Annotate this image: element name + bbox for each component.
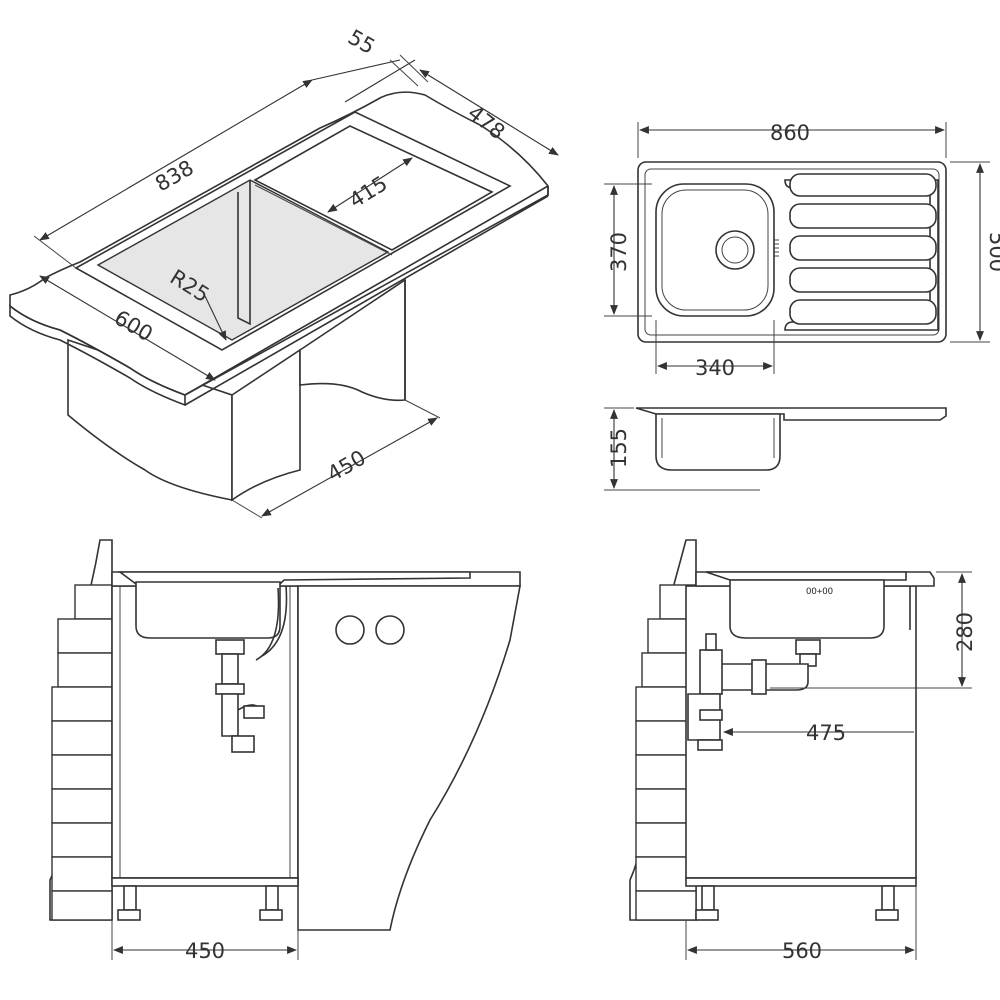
wall-bricks bbox=[51, 584, 113, 921]
dim-155-label: 155 bbox=[607, 428, 631, 468]
cabinet-leg bbox=[265, 885, 279, 911]
dim-370-label: 370 bbox=[607, 232, 631, 272]
dim-860-label: 860 bbox=[770, 121, 810, 145]
dim-500-label: 500 bbox=[985, 232, 1000, 272]
cabinet-leg bbox=[881, 885, 895, 911]
dim-280-label: 280 bbox=[953, 612, 977, 652]
top-sink-bowl bbox=[655, 183, 775, 317]
waste-trap-icon bbox=[215, 585, 288, 753]
iso-dimension-55: 55 bbox=[311, 25, 429, 103]
dim-560-label: 560 bbox=[782, 939, 822, 963]
drain-icon bbox=[715, 230, 755, 270]
side-install-view: OO+OO 280 475 560 bbox=[629, 539, 977, 963]
profile-bowl bbox=[655, 413, 781, 471]
cabinet-leg bbox=[123, 885, 137, 911]
isometric-view bbox=[9, 91, 549, 502]
pipe-hole-icon bbox=[375, 615, 405, 645]
dim-450-front-label: 450 bbox=[185, 939, 225, 963]
dim-340-label: 340 bbox=[695, 356, 735, 380]
dim-838-label: 838 bbox=[151, 156, 198, 197]
drainer-ribs bbox=[784, 173, 939, 331]
dim-450-iso-label: 450 bbox=[323, 446, 370, 487]
front-sink-bowl bbox=[135, 581, 281, 639]
pipe-hole-icon bbox=[335, 615, 365, 645]
dim-475-label: 475 bbox=[806, 721, 846, 745]
top-view: 860 500 370 340 bbox=[604, 121, 1000, 380]
dim-55-label: 55 bbox=[344, 25, 379, 59]
side-waste-icon bbox=[687, 633, 821, 751]
iso-cabinet-right bbox=[299, 278, 406, 402]
svg-text:OO+OO: OO+OO bbox=[806, 587, 833, 597]
front-install-view: 450 bbox=[49, 539, 521, 963]
cabinet-leg bbox=[701, 885, 715, 911]
side-sink-bowl bbox=[729, 579, 885, 639]
profile-view: 155 bbox=[604, 407, 947, 491]
overflow-icon bbox=[773, 239, 779, 257]
